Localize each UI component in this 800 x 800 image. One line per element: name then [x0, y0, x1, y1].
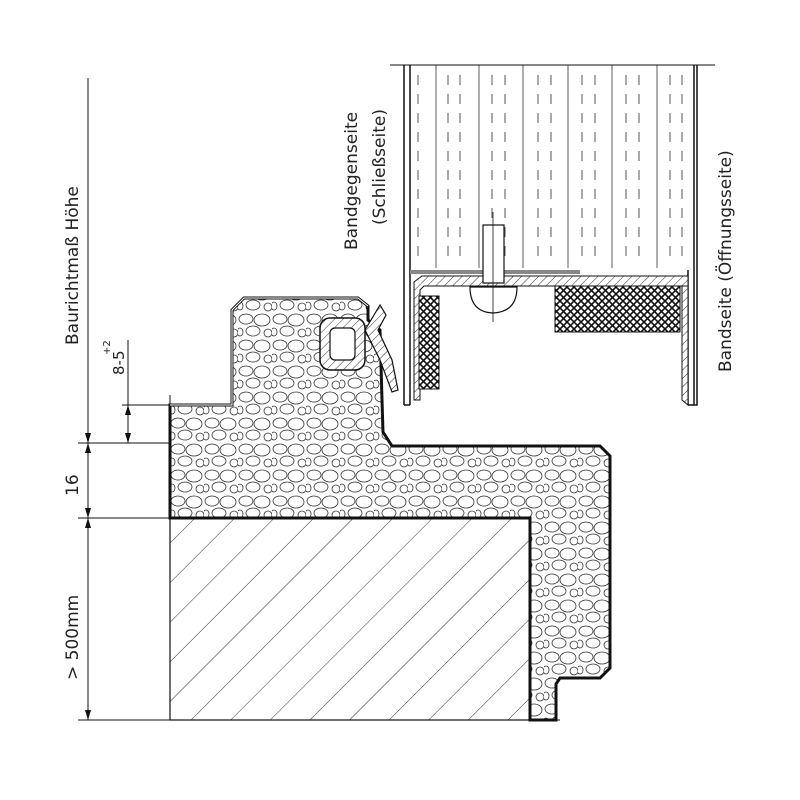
wall-dimension-label: > 500mm — [63, 595, 83, 680]
gap-tolerance-label: +2 — [102, 340, 113, 355]
gap-dimension-label: 8-5 — [110, 351, 128, 376]
hinge-side-label: Bandseite (Öffnungsseite) — [714, 150, 736, 372]
bolt — [469, 212, 518, 322]
insulation-pad-right — [554, 285, 681, 333]
dimension-arrows — [85, 405, 131, 720]
door-seal — [319, 303, 399, 393]
closing-side-label: Bandgegenseite — [342, 112, 362, 250]
insulation-pad-left — [418, 295, 440, 390]
height-dimension-label: Baurichtmaß Höhe — [63, 186, 83, 345]
door-leaf — [390, 64, 715, 407]
wall-section — [169, 517, 531, 721]
closing-side-note: (Schließseite) — [370, 109, 390, 225]
rebate-dimension-label: 16 — [63, 474, 83, 496]
